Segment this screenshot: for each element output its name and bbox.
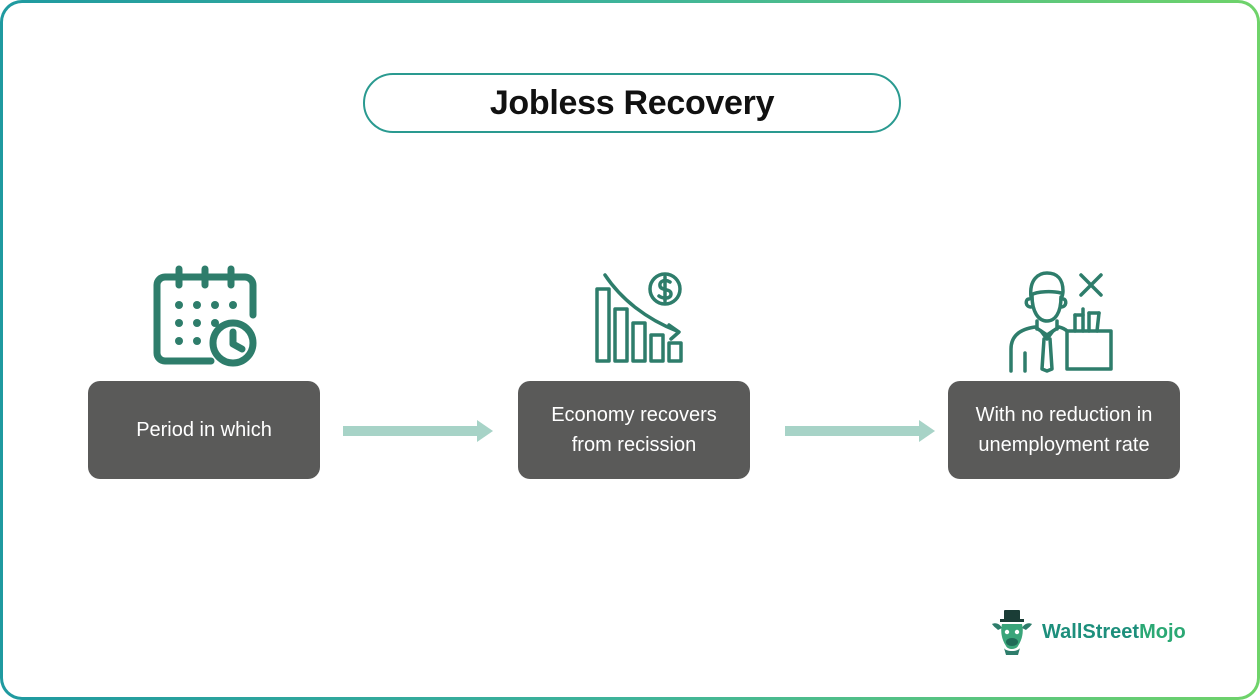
logo-wordmark: WallStreetMojo	[1042, 621, 1186, 644]
step-box-period: Period in which	[88, 381, 320, 479]
step-box-no-unemployment-reduction: With no reduction in unemployment rate	[948, 381, 1180, 479]
bull-mascot-icon	[992, 610, 1032, 655]
declining-bar-chart-dollar-icon	[595, 272, 683, 363]
logo-wordmark-part1: WallStreet	[1042, 620, 1140, 643]
step-box-economy-recovers: Economy recovers from recission	[518, 381, 750, 479]
logo-wordmark-part2: Mojo	[1139, 620, 1186, 643]
flow-arrow-2	[785, 420, 935, 442]
calendar-clock-icon	[153, 265, 257, 367]
diagram-canvas: Jobless Recovery	[3, 3, 1257, 697]
wallstreetmojo-logo: WallStreetMojo	[988, 608, 1186, 656]
diagram-title: Jobless Recovery	[363, 73, 901, 133]
flow-arrow-1	[343, 420, 493, 442]
unemployed-worker-box-icon	[1009, 271, 1113, 373]
